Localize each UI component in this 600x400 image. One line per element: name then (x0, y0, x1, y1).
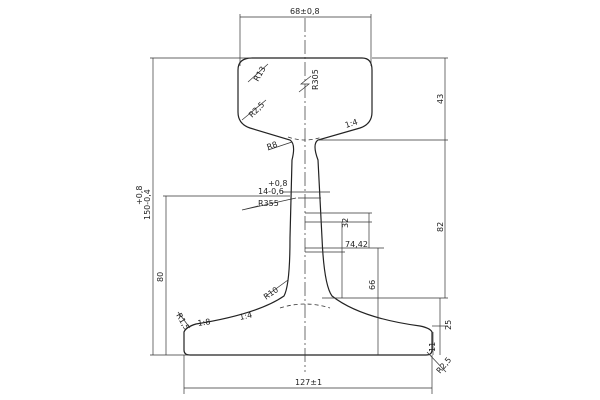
r25-head-label: R2,5 (247, 100, 266, 119)
base-edge-label: 25 (444, 320, 453, 330)
break-symbol (298, 75, 312, 93)
base-tip-label: 11 (428, 342, 437, 352)
r13-label: R13 (252, 65, 268, 83)
head-width-label: 68±0,8 (290, 7, 320, 16)
web-mid-label: 66 (368, 280, 377, 290)
web-32-label: 32 (341, 218, 350, 228)
total-height-tol-label: +0,8 (135, 186, 144, 205)
r355-label: R355 (258, 199, 279, 208)
base-slope-outer-label: 1:8 (197, 317, 211, 328)
r8-leader (267, 141, 293, 151)
r25-base-label: R2,5 (435, 355, 454, 375)
r15-label: R1,5 (174, 312, 191, 332)
base-slope-inner-label: 1:4 (239, 310, 253, 321)
total-height-label: 150-0,4 (143, 189, 152, 220)
r25-base-leader (426, 351, 447, 373)
r10-leader (265, 279, 289, 297)
base-part-label: 80 (156, 272, 165, 282)
r305-label: R305 (311, 69, 320, 90)
r13-leader (247, 63, 269, 83)
web-width-label: 14-0,6 (258, 187, 284, 196)
base-width-label: 127±1 (295, 378, 322, 387)
r355-leader (241, 197, 297, 211)
r15-leader (177, 311, 191, 329)
web-to-base-label: 82 (436, 222, 445, 232)
head-height-label: 43 (436, 94, 445, 104)
web-7442-label: 74,42 (345, 240, 368, 249)
rail-profile-outline (183, 57, 433, 356)
r8-label: R8 (266, 140, 279, 152)
head-slope-label: 1:4 (344, 117, 359, 130)
r25-head-leader (241, 99, 267, 121)
web-width-tol-label: +0,8 (268, 179, 287, 188)
